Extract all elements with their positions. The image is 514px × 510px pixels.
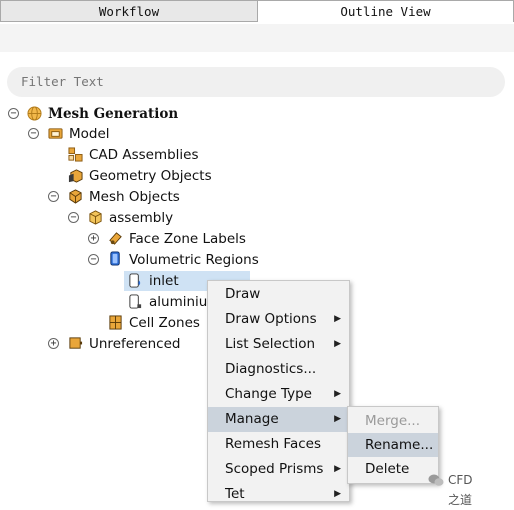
tree-label: Model — [69, 126, 110, 142]
menu-item-diagnostics[interactable]: Diagnostics... — [208, 357, 349, 382]
tree-label: Geometry Objects — [89, 168, 212, 184]
tree-node-mesh-objects[interactable]: − Mesh Objects — [0, 187, 300, 207]
volumetric-regions-icon — [110, 251, 120, 266]
unreferenced-icon — [69, 337, 83, 349]
menu-item-label: Remesh Faces — [225, 436, 321, 452]
tab-workflow[interactable]: Workflow — [0, 0, 257, 22]
menu-item-label: Draw — [225, 286, 261, 302]
tree-label: Volumetric Regions — [129, 252, 259, 268]
tree-label: CAD Assemblies — [89, 147, 199, 163]
submenu-arrow-icon: ▶ — [334, 489, 341, 499]
context-menu: Draw Draw Options ▶ List Selection ▶ Diagn… — [207, 280, 350, 502]
tree-node-unreferenced[interactable]: + Unreferenced — [0, 334, 210, 354]
menu-item-label: Diagnostics... — [225, 361, 317, 377]
tree-label: assembly — [109, 210, 174, 226]
menu-item-label: Manage — [225, 411, 279, 427]
expand-icon[interactable]: + — [88, 233, 99, 244]
tree-label: aluminiur — [149, 294, 213, 310]
menu-item-change-type[interactable]: Change Type ▶ — [208, 382, 349, 407]
manage-submenu: Merge... Rename... Delete — [347, 406, 439, 484]
submenu-arrow-icon: ▶ — [334, 414, 341, 424]
menu-item-manage[interactable]: Manage ▶ — [208, 407, 349, 432]
submenu-item-merge[interactable]: Merge... — [348, 409, 438, 433]
submenu-item-delete[interactable]: Delete — [348, 457, 438, 481]
cad-assemblies-icon — [68, 147, 83, 162]
tab-outline-view[interactable]: Outline View — [257, 0, 514, 22]
tree-node-inlet[interactable]: inlet — [124, 271, 250, 291]
tree-label: Mesh Generation — [48, 106, 179, 122]
mesh-objects-icon — [69, 189, 82, 204]
fluid-region-icon — [129, 273, 141, 288]
menu-item-draw-options[interactable]: Draw Options ▶ — [208, 307, 349, 332]
geometry-objects-icon — [68, 169, 83, 183]
menu-item-label: Rename... — [365, 437, 434, 453]
menu-item-draw[interactable]: Draw — [208, 282, 349, 307]
view-tabs: Workflow Outline View — [0, 0, 514, 24]
tree-label: inlet — [149, 273, 179, 289]
tree-node-geometry-objects[interactable]: Geometry Objects — [0, 166, 300, 186]
filter-input[interactable] — [7, 67, 505, 97]
tree-node-mesh-generation[interactable]: − Mesh Generation — [0, 104, 300, 124]
collapse-icon[interactable]: − — [88, 254, 99, 265]
face-zone-labels-icon — [109, 232, 122, 245]
globe-icon — [27, 106, 42, 121]
tree-node-volumetric-regions[interactable]: − Volumetric Regions — [0, 250, 300, 270]
submenu-arrow-icon: ▶ — [334, 339, 341, 349]
tree-node-face-zone-labels[interactable]: + Face Zone Labels — [0, 229, 300, 249]
tree-node-assembly[interactable]: − assembly — [0, 208, 300, 228]
toolbar-strip — [0, 24, 514, 52]
cube-icon — [89, 210, 102, 225]
tree-label: Cell Zones — [129, 315, 200, 331]
menu-item-label: Change Type — [225, 386, 312, 402]
tree-node-model[interactable]: − Model — [0, 124, 300, 144]
wechat-icon — [428, 474, 444, 486]
model-icon — [48, 128, 63, 139]
submenu-arrow-icon: ▶ — [334, 314, 341, 324]
tree-label: Face Zone Labels — [129, 231, 246, 247]
menu-item-remesh-faces[interactable]: Remesh Faces — [208, 432, 349, 457]
tree-node-aluminium[interactable]: aluminiur — [124, 292, 214, 312]
menu-item-label: Scoped Prisms — [225, 461, 324, 477]
tree-label: Unreferenced — [89, 336, 181, 352]
collapse-icon[interactable]: − — [48, 191, 59, 202]
tree-node-cell-zones[interactable]: Cell Zones — [0, 313, 210, 333]
submenu-arrow-icon: ▶ — [334, 464, 341, 474]
menu-item-scoped-prisms[interactable]: Scoped Prisms ▶ — [208, 457, 349, 482]
menu-item-list-selection[interactable]: List Selection ▶ — [208, 332, 349, 357]
watermark-text: CFD之道 — [448, 473, 473, 507]
collapse-icon[interactable]: − — [68, 212, 79, 223]
collapse-icon[interactable]: − — [8, 108, 19, 119]
solid-region-icon — [129, 294, 142, 309]
menu-item-tet[interactable]: Tet ▶ — [208, 482, 349, 507]
tree-label: Mesh Objects — [89, 189, 180, 205]
menu-item-label: Tet — [225, 486, 245, 502]
menu-item-label: List Selection — [225, 336, 316, 352]
expand-icon[interactable]: + — [48, 338, 59, 349]
menu-item-label: Delete — [365, 461, 410, 477]
cell-zones-icon — [109, 315, 122, 330]
submenu-arrow-icon: ▶ — [334, 389, 341, 399]
menu-item-label: Merge... — [365, 413, 421, 429]
collapse-icon[interactable]: − — [28, 128, 39, 139]
tree-node-cad-assemblies[interactable]: CAD Assemblies — [0, 145, 300, 165]
submenu-item-rename[interactable]: Rename... — [348, 433, 438, 457]
menu-item-label: Draw Options — [225, 311, 317, 327]
